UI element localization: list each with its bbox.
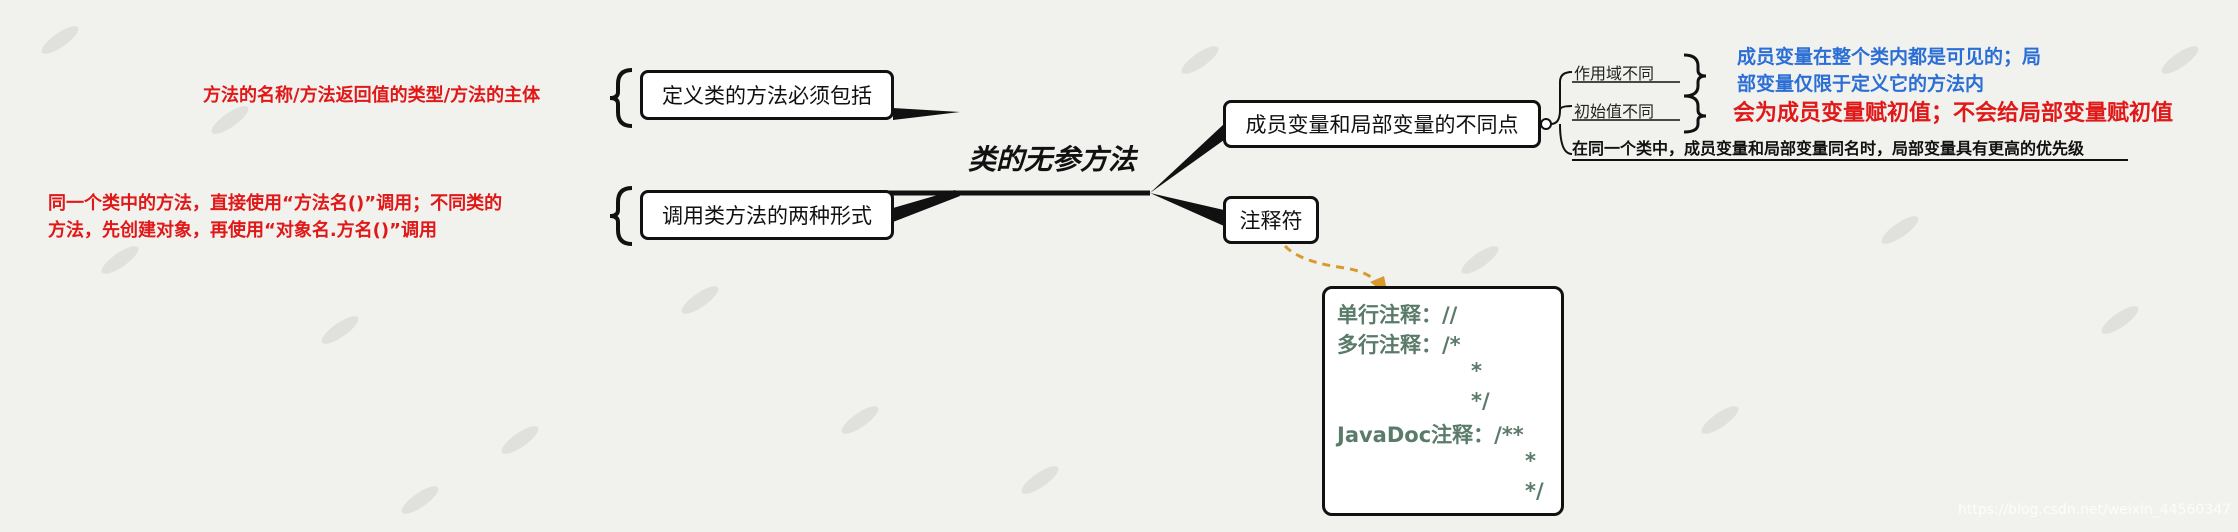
init-detail: 会为成员变量赋初值；不会给局部变量赋初值: [1733, 101, 2174, 126]
center-title: 类的无参方法: [968, 143, 1137, 176]
background-texture: [41, 26, 2199, 514]
comment-line-javadoc-end: */: [1525, 479, 1544, 503]
comment-line-multi: 多行注释：/*: [1337, 333, 1461, 357]
comment-line-multi-end: */: [1471, 389, 1490, 413]
comment-line-javadoc-star: *: [1525, 449, 1536, 473]
brace-scope: [1683, 53, 1707, 98]
scope-label: 作用域不同: [1574, 64, 1655, 83]
difference-branches: [1550, 71, 1573, 155]
brace-call-forms: [609, 186, 633, 246]
call-forms-detail: 同一个类中的方法，直接使用“方法名()”调用；不同类的 方法，先创建对象，再使用…: [48, 190, 502, 244]
connector-right-bottom: [1150, 193, 1224, 226]
comment-line-single: 单行注释：//: [1337, 303, 1458, 327]
scope-detail-line-2: 部变量仅限于定义它的方法内: [1737, 73, 1985, 95]
comment-detail-box: 单行注释：// 多行注释：/* * */ JavaDoc注释：/** * */: [1322, 286, 1564, 516]
node-comment[interactable]: 注释符: [1223, 196, 1319, 244]
init-label: 初始值不同: [1574, 102, 1655, 121]
node-define-methods[interactable]: 定义类的方法必须包括: [640, 70, 894, 120]
node-call-forms-label: 调用类方法的两种形式: [662, 204, 872, 228]
define-methods-detail: 方法的名称/方法返回值的类型/方法的主体: [203, 85, 541, 106]
scope-detail: 成员变量在整个类内都是可见的；局 部变量仅限于定义它的方法内: [1737, 44, 2041, 98]
node-variable-difference-label: 成员变量和局部变量的不同点: [1245, 113, 1519, 137]
connector-right-top: [1150, 124, 1224, 193]
node-define-methods-label: 定义类的方法必须包括: [662, 84, 872, 108]
node-variable-difference[interactable]: 成员变量和局部变量的不同点: [1223, 100, 1541, 148]
comment-line-javadoc: JavaDoc注释：/**: [1337, 423, 1524, 447]
watermark: https://blog.csdn.net/weixin_44560347: [1958, 502, 2232, 518]
comment-arrow: [1283, 244, 1380, 285]
call-forms-detail-line-2: 方法，先创建对象，再使用“对象名.方名()”调用: [48, 220, 437, 241]
priority-note: 在同一个类中，成员变量和局部变量同名时，局部变量具有更高的优先级: [1572, 139, 2085, 158]
connector-left-bottom: [893, 190, 960, 222]
difference-junction: [1540, 118, 1552, 130]
scope-detail-line-1: 成员变量在整个类内都是可见的；局: [1737, 46, 2042, 68]
comment-line-multi-star: *: [1471, 359, 1482, 383]
connector-left-top: [893, 108, 960, 120]
node-call-forms[interactable]: 调用类方法的两种形式: [640, 190, 894, 240]
call-forms-detail-line-1: 同一个类中的方法，直接使用“方法名()”调用；不同类的: [48, 193, 503, 214]
brace-init: [1683, 94, 1707, 134]
brace-define-methods: [609, 68, 633, 128]
node-comment-label: 注释符: [1239, 209, 1303, 233]
